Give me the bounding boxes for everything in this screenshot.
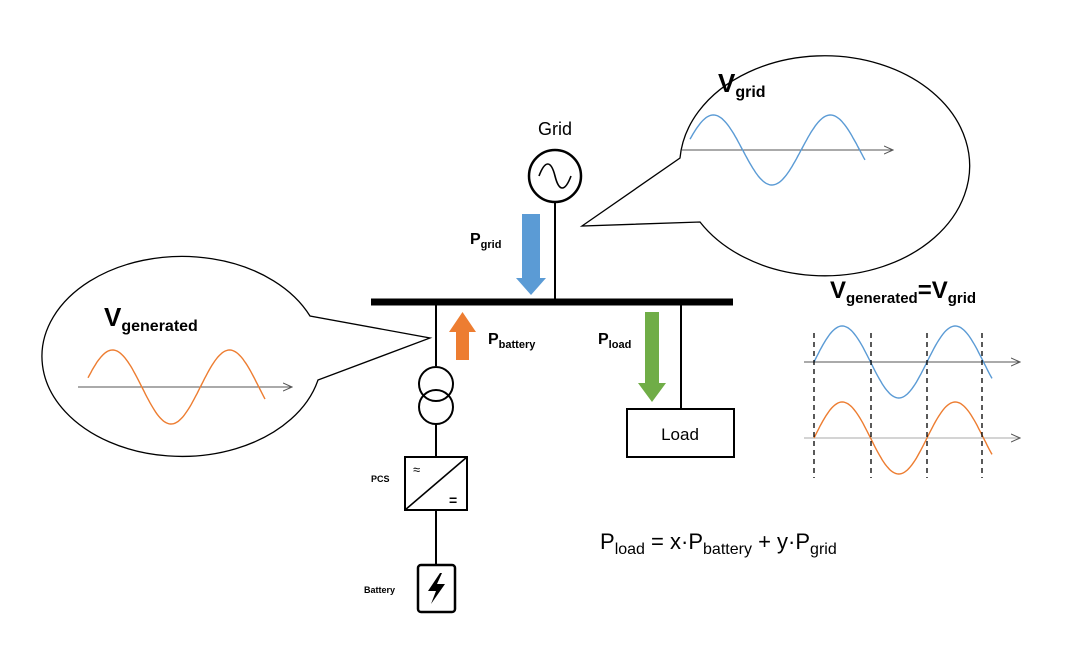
sync-grid-wave — [813, 325, 993, 399]
grid-bubble-outline — [579, 55, 971, 277]
grid-power-arrow: Pgrid — [470, 214, 546, 295]
pcs-dc-symbol: = — [449, 492, 457, 508]
grid-bubble-wave — [689, 114, 866, 186]
sync-title: Vgenerated=Vgrid — [830, 277, 976, 307]
pcs-diagonal — [404, 456, 468, 511]
lightning-bolt-icon — [428, 573, 445, 604]
sync-panel: Vgenerated=Vgrid — [804, 277, 1020, 478]
load-box — [626, 408, 735, 458]
grid-source: Grid — [527, 119, 583, 300]
battery-power-arrow: Pbattery — [449, 312, 536, 360]
grid-power-label: Pgrid — [470, 231, 501, 251]
grid-arrow-icon — [516, 214, 546, 295]
load-arrow-icon — [638, 312, 666, 402]
pcs-ac-symbol: ≈ — [413, 462, 420, 477]
battery-label: Battery — [364, 585, 395, 595]
generated-bubble-voltage-label: Vgenerated — [104, 302, 198, 335]
load-power-label: Pload — [598, 331, 631, 351]
power-balance-equation: Pload = x·Pbattery + y·Pgrid — [600, 529, 837, 558]
transformer-lower-coil-icon — [418, 389, 454, 425]
generated-bubble-wave — [87, 349, 266, 425]
load-branch: Load — [626, 305, 735, 458]
load-power-arrow: Pload — [598, 312, 666, 402]
pcs-label: PCS — [371, 474, 390, 484]
sync-generated-wave — [813, 401, 993, 475]
load-label: Load — [661, 425, 699, 444]
generated-voltage-bubble: Vgenerated — [41, 255, 433, 458]
battery-arrow-icon — [449, 312, 476, 360]
grid-label: Grid — [538, 119, 572, 139]
grid-bubble-voltage-label: Vgrid — [718, 68, 766, 101]
generated-bubble-outline — [41, 255, 433, 458]
battery-branch: ≈ = PCS Battery — [364, 305, 468, 614]
grid-voltage-bubble: Vgrid — [579, 55, 971, 277]
transformer-upper-coil-icon — [418, 366, 454, 402]
battery-power-label: Pbattery — [488, 331, 536, 351]
ac-sine-glyph — [538, 163, 572, 189]
